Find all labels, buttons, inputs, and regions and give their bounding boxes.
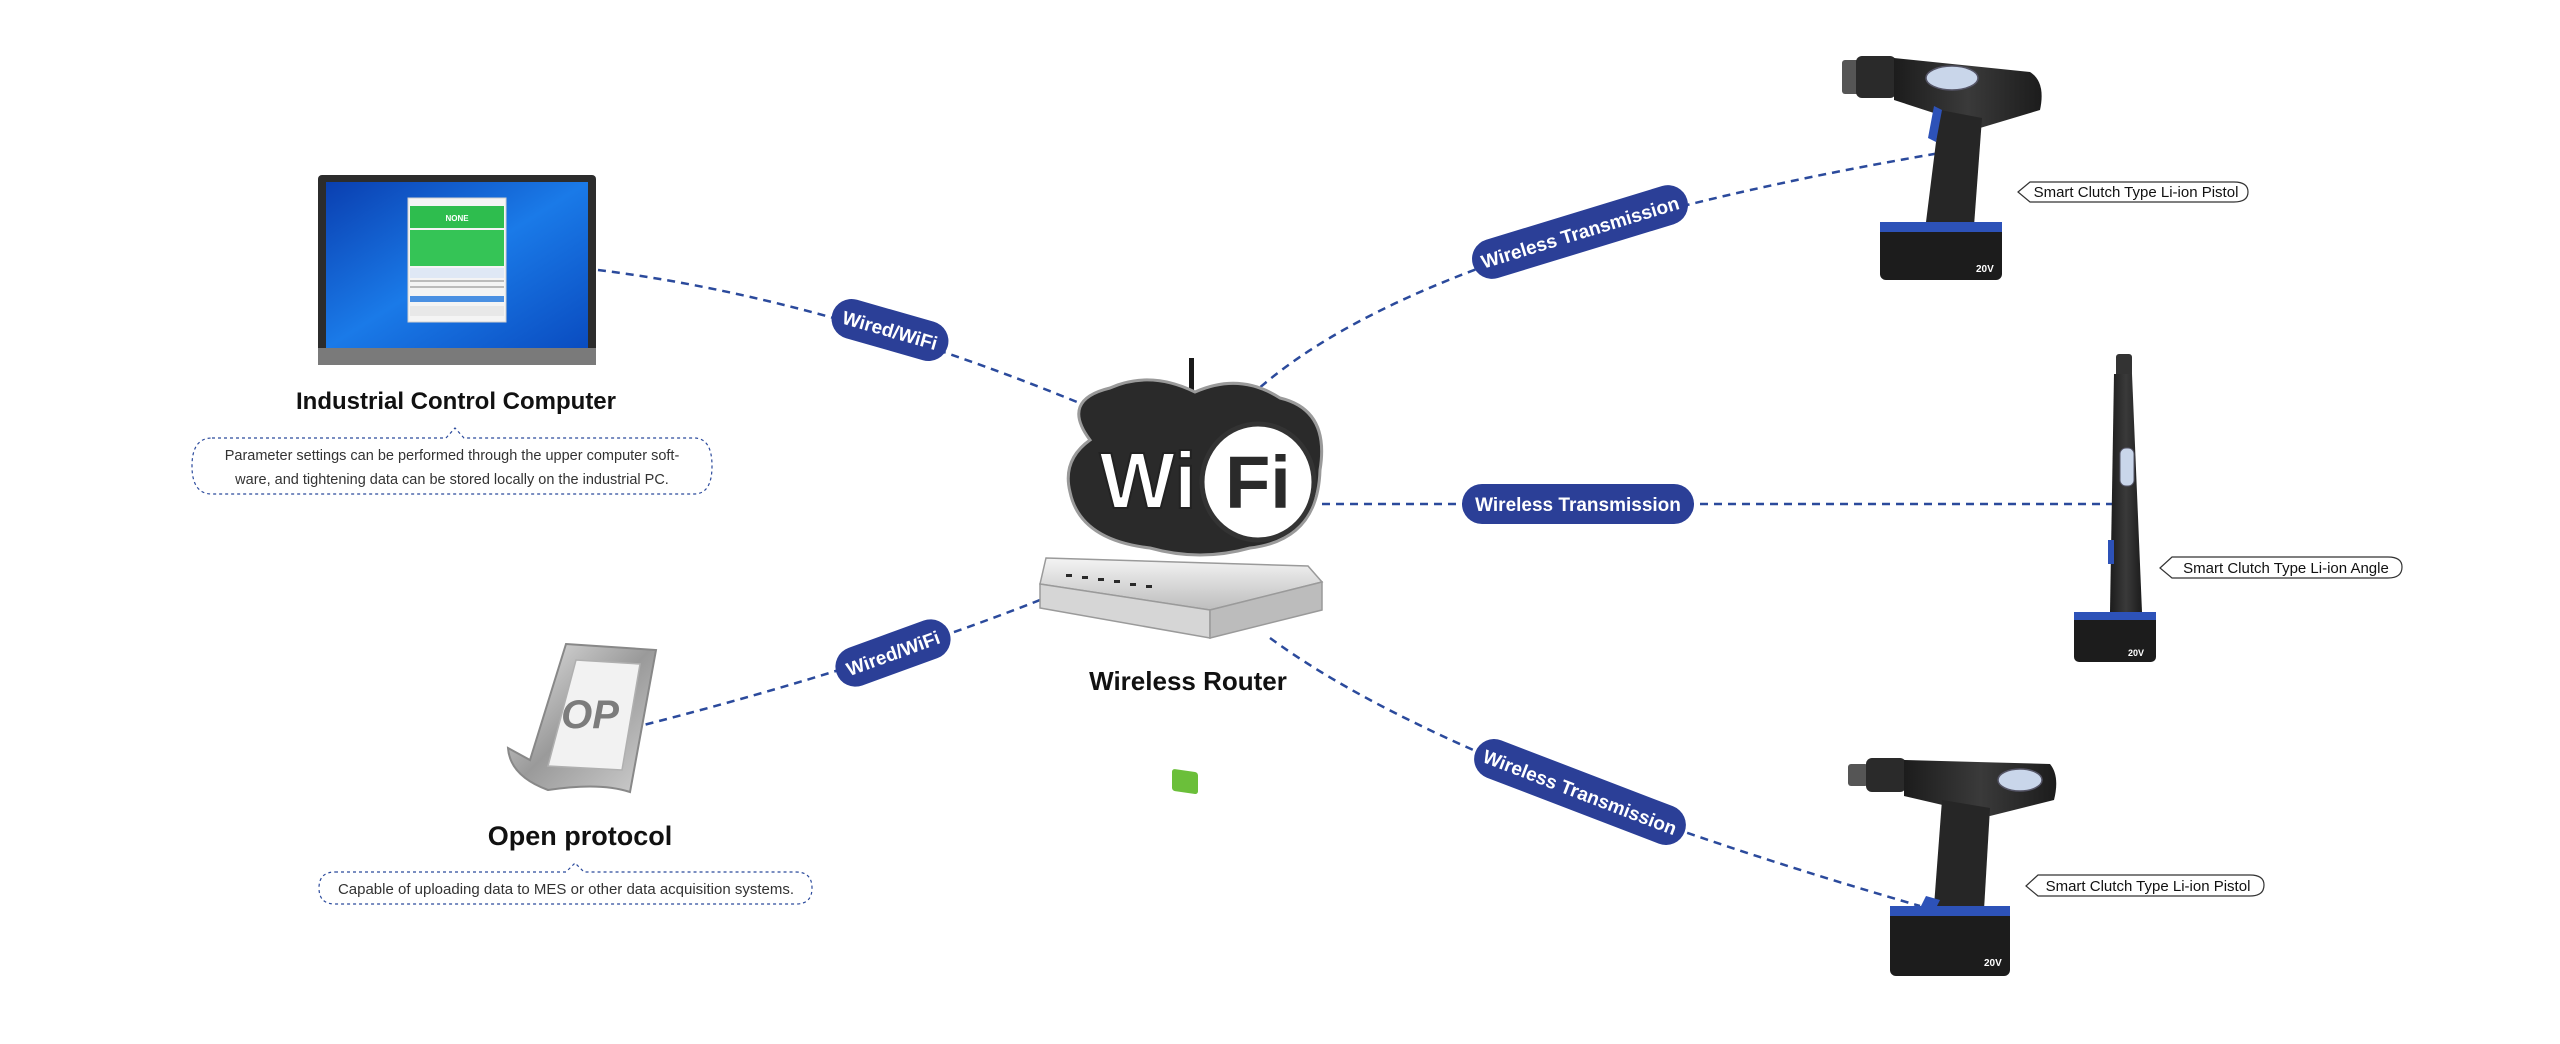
app-status-text: NONE	[445, 214, 469, 223]
tool3-battery-stripe	[1890, 906, 2010, 916]
tool1-battery-stripe	[1880, 222, 2002, 232]
industrial-computer: NONE Industrial Control Computer Paramet…	[191, 175, 713, 495]
line-router-tool3	[1269, 636, 1921, 908]
monitor-bezel-bottom	[318, 348, 596, 365]
tool3-brand-badge	[1997, 768, 2043, 792]
protocol-title: Open protocol	[488, 821, 673, 851]
tool3-label: Smart Clutch Type Li-ion Pistol	[2046, 878, 2251, 895]
tool3-handle	[1934, 800, 1990, 910]
computer-description-line2: ware, and tightening data can be stored …	[234, 472, 669, 488]
tool1-battery	[1880, 222, 2002, 280]
tool3-label-callout	[2025, 874, 2265, 897]
tool2-battery	[2074, 612, 2156, 662]
pill-tool3-link-text: Wireless Transmission	[1480, 747, 1680, 840]
tool1-chuck	[1856, 56, 1896, 98]
router-antenna	[1189, 358, 1194, 400]
pill-tool2-link: Wireless Transmission	[1462, 484, 1694, 524]
tool3-chuck	[1866, 758, 1906, 792]
tool1-handle	[1926, 110, 1982, 226]
tool2-label: Smart Clutch Type Li-ion Angle	[2183, 560, 2389, 577]
tool2-body	[2110, 374, 2142, 612]
tool-angle: 20V Smart Clutch Type Li-ion Angle	[2074, 354, 2403, 662]
line-router-tool1	[1239, 151, 1941, 407]
tool-pistol-1: 20V Smart Clutch Type Li-ion Pistol	[1842, 56, 2249, 280]
router-title: Wireless Router	[1089, 666, 1287, 696]
tool2-head	[2116, 354, 2132, 378]
op-document-inner	[547, 659, 641, 771]
pill-protocol-link: Wired/WiFi	[835, 619, 951, 687]
tool2-battery-text: 20V	[2128, 648, 2144, 658]
computer-title: Industrial Control Computer	[296, 388, 616, 415]
protocol-description: Capable of uploading data to MES or othe…	[338, 881, 794, 898]
router-power-badge	[1172, 769, 1198, 794]
tool2-accent	[2108, 540, 2114, 564]
computer-description-callout	[191, 427, 713, 495]
router-status-leds	[1066, 574, 1152, 588]
tool1-brand-badge	[1925, 65, 1979, 91]
tool2-battery-stripe	[2074, 612, 2156, 620]
tool1-trigger-accent	[1928, 106, 1942, 142]
wireless-router: Wi Fi Wireless Router	[1039, 358, 1324, 794]
tool3-battery-text: 20V	[1984, 958, 2002, 969]
app-window: NONE	[407, 197, 507, 323]
pill-tool2-link-text: Wireless Transmission	[1475, 495, 1681, 516]
tool1-label: Smart Clutch Type Li-ion Pistol	[2034, 184, 2239, 201]
tool3-battery	[1890, 906, 2010, 976]
pill-computer-link: Wired/WiFi	[831, 298, 949, 362]
tool1-battery-text: 20V	[1976, 264, 1994, 275]
tool1-label-callout	[2017, 181, 2249, 203]
tool-pistol-2: 20V Smart Clutch Type Li-ion Pistol	[1848, 758, 2265, 976]
open-protocol: OP Open protocol Capable of uploading da…	[318, 642, 813, 905]
pill-tool1-link: Wireless Transmission	[1472, 185, 1688, 279]
router-body-side	[1209, 581, 1323, 639]
pill-tool3-link: Wireless Transmission	[1474, 739, 1686, 845]
tool3-bit	[1848, 764, 1868, 786]
tool2-label-callout	[2159, 556, 2403, 579]
tool2-brand-badge	[2119, 447, 2135, 487]
wifi-logo-right-text: Fi	[1225, 441, 1291, 524]
wifi-logo-fi-badge	[1199, 421, 1317, 543]
protocol-description-callout	[318, 862, 813, 905]
computer-description-line1: Parameter settings can be performed thro…	[225, 448, 680, 464]
wifi-logo-left-text: Wi	[1099, 436, 1196, 525]
tool1-bit	[1842, 60, 1860, 94]
op-icon-text: OP	[561, 693, 619, 737]
line-computer-router	[597, 268, 1121, 422]
